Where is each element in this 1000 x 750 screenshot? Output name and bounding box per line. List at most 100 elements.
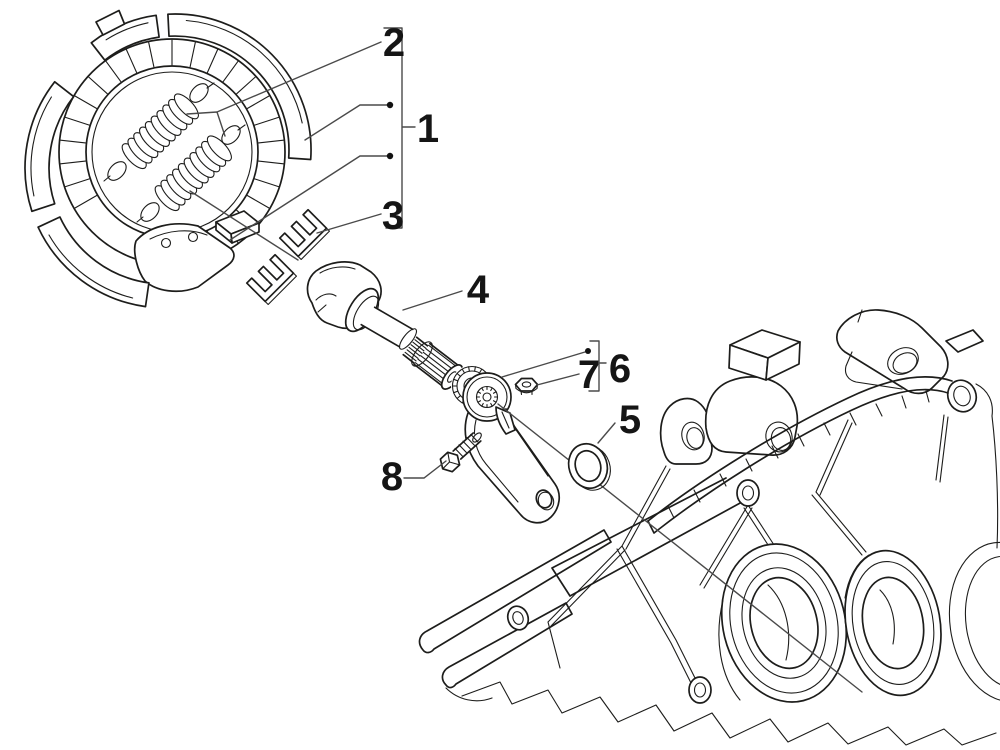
callout-leaders (186, 27, 616, 479)
brake-spring-upper (103, 82, 215, 182)
crankcase-spine-top (647, 376, 953, 522)
crankcase-arm-lower (441, 602, 573, 689)
lug-mid-hole (765, 421, 793, 453)
boss-3-hole (693, 682, 707, 698)
lever-bolt (439, 432, 482, 473)
cam-block-left (215, 221, 233, 244)
lining-top-depth (105, 19, 303, 124)
crankcase-ribs (547, 414, 949, 692)
shoe-pivot-bracket (133, 223, 235, 293)
brake-spring-lower (136, 124, 246, 223)
leader-line-5 (597, 422, 616, 444)
bolt-threads (454, 433, 479, 457)
bore1-shadow (767, 584, 790, 661)
bore-edge-partial (948, 541, 1000, 703)
leader-line-4 (402, 290, 463, 311)
nut-hex (514, 377, 539, 392)
leader-line-6 (501, 351, 586, 378)
callout-8: 8 (381, 455, 403, 499)
lever-hub-inner (466, 376, 508, 418)
lever-spline-teeth (475, 385, 499, 409)
crankcase-right-edge (975, 383, 999, 549)
callout-4: 4 (467, 268, 490, 312)
spring1-hook-tail-b (103, 175, 111, 182)
crankcase-bottom-flange (445, 681, 997, 746)
leader-line-2 (186, 41, 382, 137)
spine-hatching (667, 390, 930, 519)
bore2-hole (861, 576, 925, 670)
lining-left-depth (30, 96, 134, 299)
sleeve-spline-hatch (414, 344, 460, 387)
boss-3 (688, 676, 712, 704)
bullet-marker-shoe-a (386, 101, 394, 109)
callout-2: 2 (383, 21, 405, 65)
spring2-hook-tail-b (136, 216, 144, 223)
brake-lever (462, 372, 561, 524)
callout-6: 6 (609, 347, 631, 391)
bolt-tip (472, 432, 482, 443)
boss-1 (736, 479, 760, 507)
callout-1: 1 (417, 107, 439, 151)
leader-line-shoe-b (229, 155, 388, 241)
spring1-coil (173, 93, 199, 120)
axis-line-shoes-to-cam (189, 190, 299, 261)
bore1-hole (749, 576, 819, 670)
clip-lower (245, 253, 295, 303)
lever-spline-center (482, 392, 492, 402)
lever-tip-hole-depth (537, 491, 555, 511)
lever-arm-inner-lines (473, 419, 549, 503)
bearing-bore-left (720, 543, 848, 703)
washer-inner (574, 449, 602, 483)
callout-3: 3 (382, 194, 404, 238)
boss-1-hole (741, 485, 755, 501)
retaining-clips (245, 208, 331, 306)
lining-anchor-tab (95, 9, 126, 36)
lining-left (24, 80, 75, 213)
crankcase-block-side (765, 341, 801, 381)
pivot-hole-1 (160, 237, 172, 249)
boss-2 (506, 605, 530, 631)
sleeve-back-face (411, 341, 433, 367)
seal-washer (567, 442, 611, 491)
brake-shoe-assembly (24, 9, 312, 308)
bore1-ring2 (741, 567, 827, 679)
callout-labels: 2 1 3 4 6 7 5 8 (381, 21, 641, 499)
nut-hole (521, 381, 532, 388)
leader-line-7 (536, 373, 580, 386)
cam-head-detail (315, 266, 356, 313)
cam-shaft-body (360, 306, 446, 378)
callout-7: 7 (578, 353, 600, 397)
bearing-bore-right (844, 549, 942, 697)
shoe-pivot-detail (149, 230, 208, 240)
bore2-shadow (879, 589, 895, 645)
lever-nut (514, 377, 539, 396)
spring1-hook-tail-t (206, 82, 215, 89)
clip-upper (278, 208, 328, 258)
ear-depth-lines (844, 309, 903, 390)
crankcase-lug-left (659, 397, 713, 465)
lever-arm-fill (465, 409, 560, 523)
axis-line-lever-to-case (497, 403, 863, 693)
spring2-hook-tail-t (237, 124, 246, 131)
lug-left-hole (681, 421, 705, 451)
lever-hook-line (501, 411, 510, 429)
spring2-hook-bottom (140, 202, 160, 222)
spring1-hook-bottom (107, 161, 127, 181)
cam-shaft-step (398, 328, 418, 350)
sleeve-edges (413, 342, 461, 389)
ear-hole-inner (892, 352, 918, 374)
spring1-hook-top (189, 83, 209, 103)
right-boss (946, 379, 978, 413)
lining-bottom (37, 216, 150, 308)
right-boss-hole (953, 385, 971, 407)
callout-5: 5 (619, 398, 641, 442)
spring2-hook-top (221, 125, 241, 145)
crankcase-outline (418, 309, 1000, 746)
bore1-ring (729, 552, 839, 694)
lining-top-right (167, 13, 312, 161)
nut-depth (514, 383, 539, 396)
crankcase-contours (718, 554, 870, 701)
lug-mid-hole-inner (770, 427, 792, 451)
crankcase-wall (551, 477, 743, 597)
